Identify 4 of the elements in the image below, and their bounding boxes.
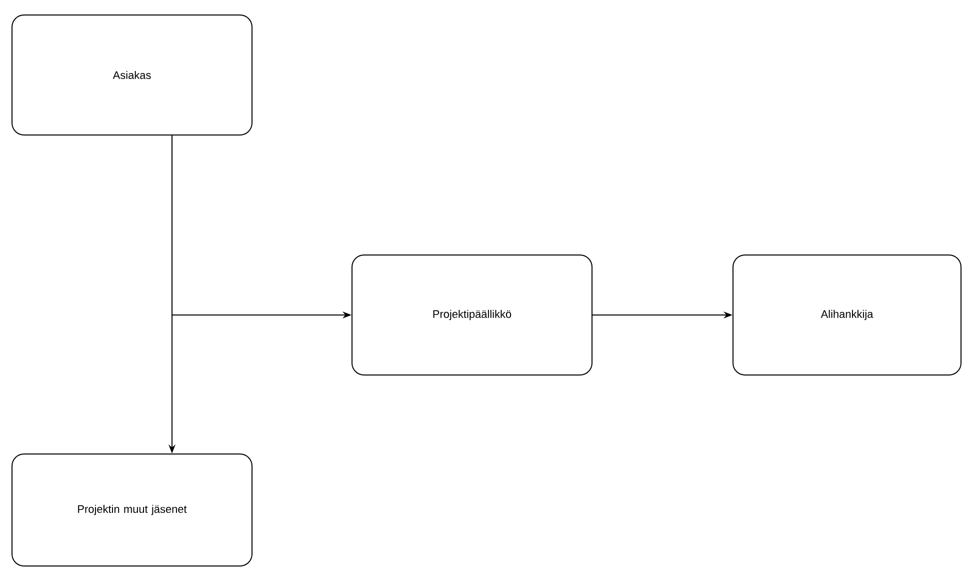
process-box: Asiakas [12, 14, 252, 136]
process-box: Projektipäällikkö [352, 254, 592, 376]
process-box: Alihankkija [732, 254, 962, 376]
process-box: Projektin muut jäsenet [12, 454, 252, 566]
